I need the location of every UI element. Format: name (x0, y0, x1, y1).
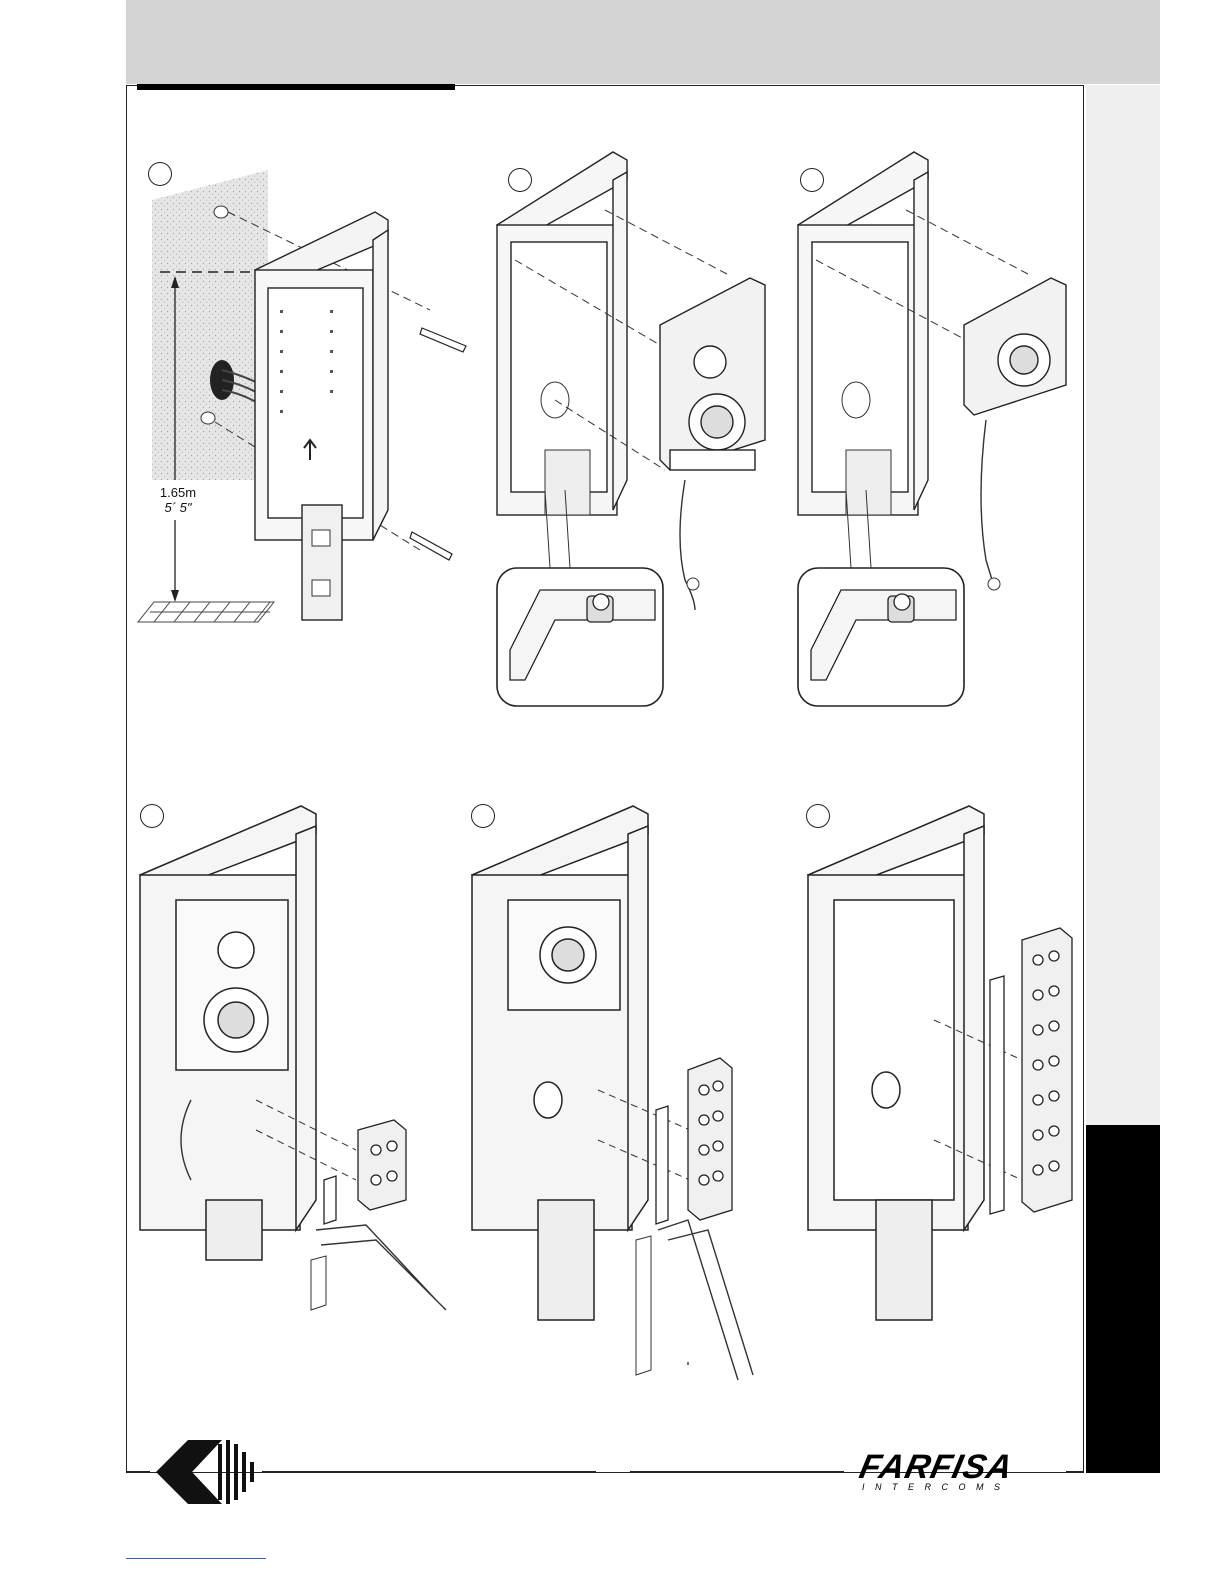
footer-rule-center-left (262, 1471, 596, 1472)
illustration-button-module-medium (468, 800, 758, 1390)
footer-rule-right (1066, 1471, 1084, 1472)
illustration-speaker-installation (796, 150, 1086, 710)
footer-rule-center-right (630, 1471, 844, 1472)
illustration-button-module-large (804, 800, 1094, 1340)
brand-tagline: I N T E R C O M S (862, 1482, 1004, 1492)
header-rule (137, 84, 455, 90)
illustration-module-installation (495, 150, 785, 710)
header-band (126, 0, 1160, 84)
illustration-button-module-small (136, 800, 446, 1330)
farfisa-diamond-logo-icon (152, 1438, 256, 1506)
footer-rule-left (126, 1471, 150, 1472)
mounting-height-imperial: 5´ 5" (148, 500, 208, 515)
side-tab-section-marker (1086, 1125, 1160, 1473)
mounting-height-metric: 1.65m (148, 485, 208, 500)
bottom-link-underline (126, 1558, 266, 1559)
illustration-wall-mounting (130, 160, 490, 630)
side-tab (1086, 85, 1160, 1125)
